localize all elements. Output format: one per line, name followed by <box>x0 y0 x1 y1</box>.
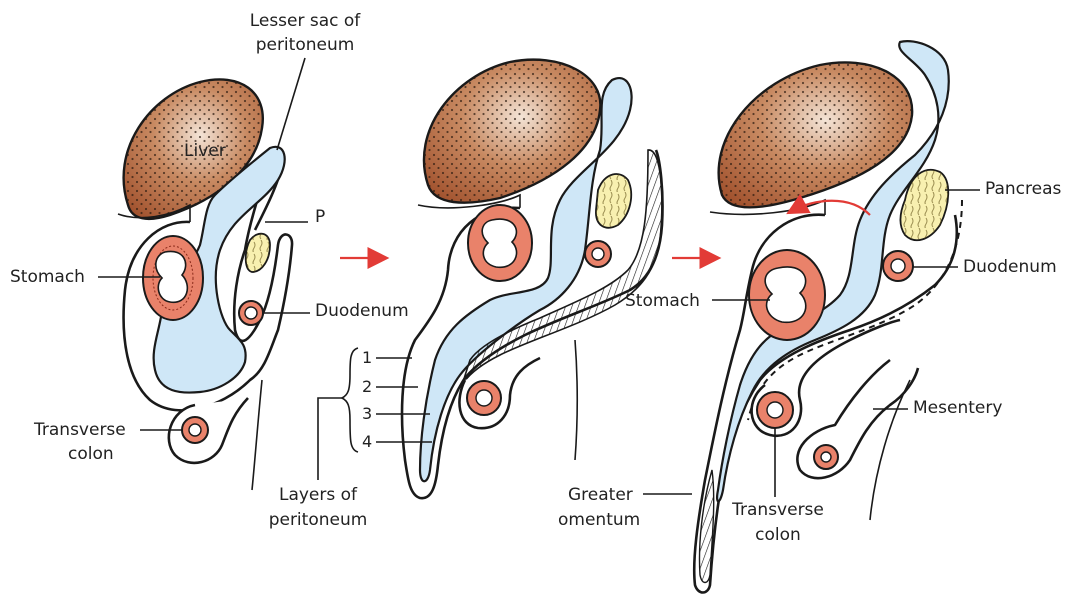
leader-layers <box>318 398 342 480</box>
stomach-organ-3 <box>749 250 825 340</box>
label-layer-4: 4 <box>362 432 372 451</box>
label-pancreas: Pancreas <box>985 179 1062 199</box>
label-duodenum-1: Duodenum <box>315 301 409 321</box>
panel-2: 1 2 3 4 Layers of peritoneum <box>269 60 663 530</box>
label-layers-2: peritoneum <box>269 510 368 530</box>
label-lesser-sac-2: peritoneum <box>256 35 355 55</box>
leader-lesser-sac <box>277 58 305 150</box>
posterior-wall-2 <box>575 340 577 460</box>
layers-brace <box>342 348 358 452</box>
label-lesser-sac-1: Lesser sac of <box>250 11 362 31</box>
transverse-colon-organ-3 <box>757 392 793 428</box>
panel-1: Lesser sac of peritoneum Liver P Stomach… <box>10 11 409 490</box>
label-liver: Liver <box>184 141 226 161</box>
small-intestine-organ <box>814 445 838 469</box>
label-stomach-1: Stomach <box>10 267 85 287</box>
stomach-organ-1 <box>143 236 203 320</box>
stomach-organ-2 <box>468 205 532 281</box>
label-duodenum-3: Duodenum <box>963 257 1057 277</box>
label-layer-3: 3 <box>362 404 372 423</box>
duodenum-organ-1 <box>239 301 263 325</box>
label-transverse-colon-1b: colon <box>68 444 114 464</box>
label-transverse-colon-3b: colon <box>755 525 801 545</box>
label-mesentery: Mesentery <box>913 398 1002 418</box>
label-transverse-colon-1a: Transverse <box>33 420 126 440</box>
label-transverse-colon-3a: Transverse <box>731 500 824 520</box>
panel-3: Pancreas Duodenum Stomach Mesentery Grea… <box>558 41 1062 592</box>
label-p: P <box>315 207 325 227</box>
label-layer-1: 1 <box>362 348 372 367</box>
label-layers-1: Layers of <box>279 485 358 505</box>
transverse-colon-organ-2 <box>467 381 501 415</box>
label-greater-omentum-2: omentum <box>558 510 640 530</box>
label-greater-omentum-1: Greater <box>568 485 633 505</box>
duodenum-organ-3 <box>883 251 913 281</box>
label-layer-2: 2 <box>362 377 372 396</box>
label-stomach-3: Stomach <box>625 291 700 311</box>
duodenum-organ-2 <box>585 241 611 267</box>
posterior-wall-1 <box>252 380 262 490</box>
transverse-colon-organ-1 <box>182 417 208 443</box>
